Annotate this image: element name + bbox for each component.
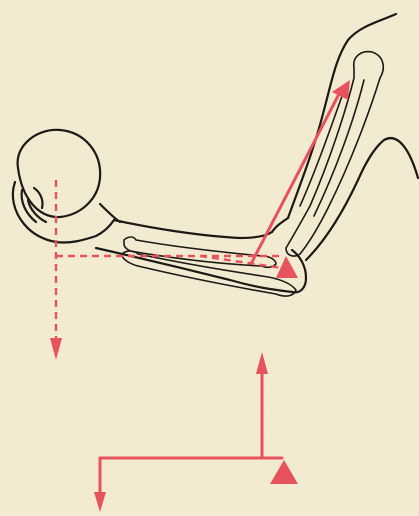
lever-diagram xyxy=(0,0,419,516)
paper-grain xyxy=(0,0,419,516)
